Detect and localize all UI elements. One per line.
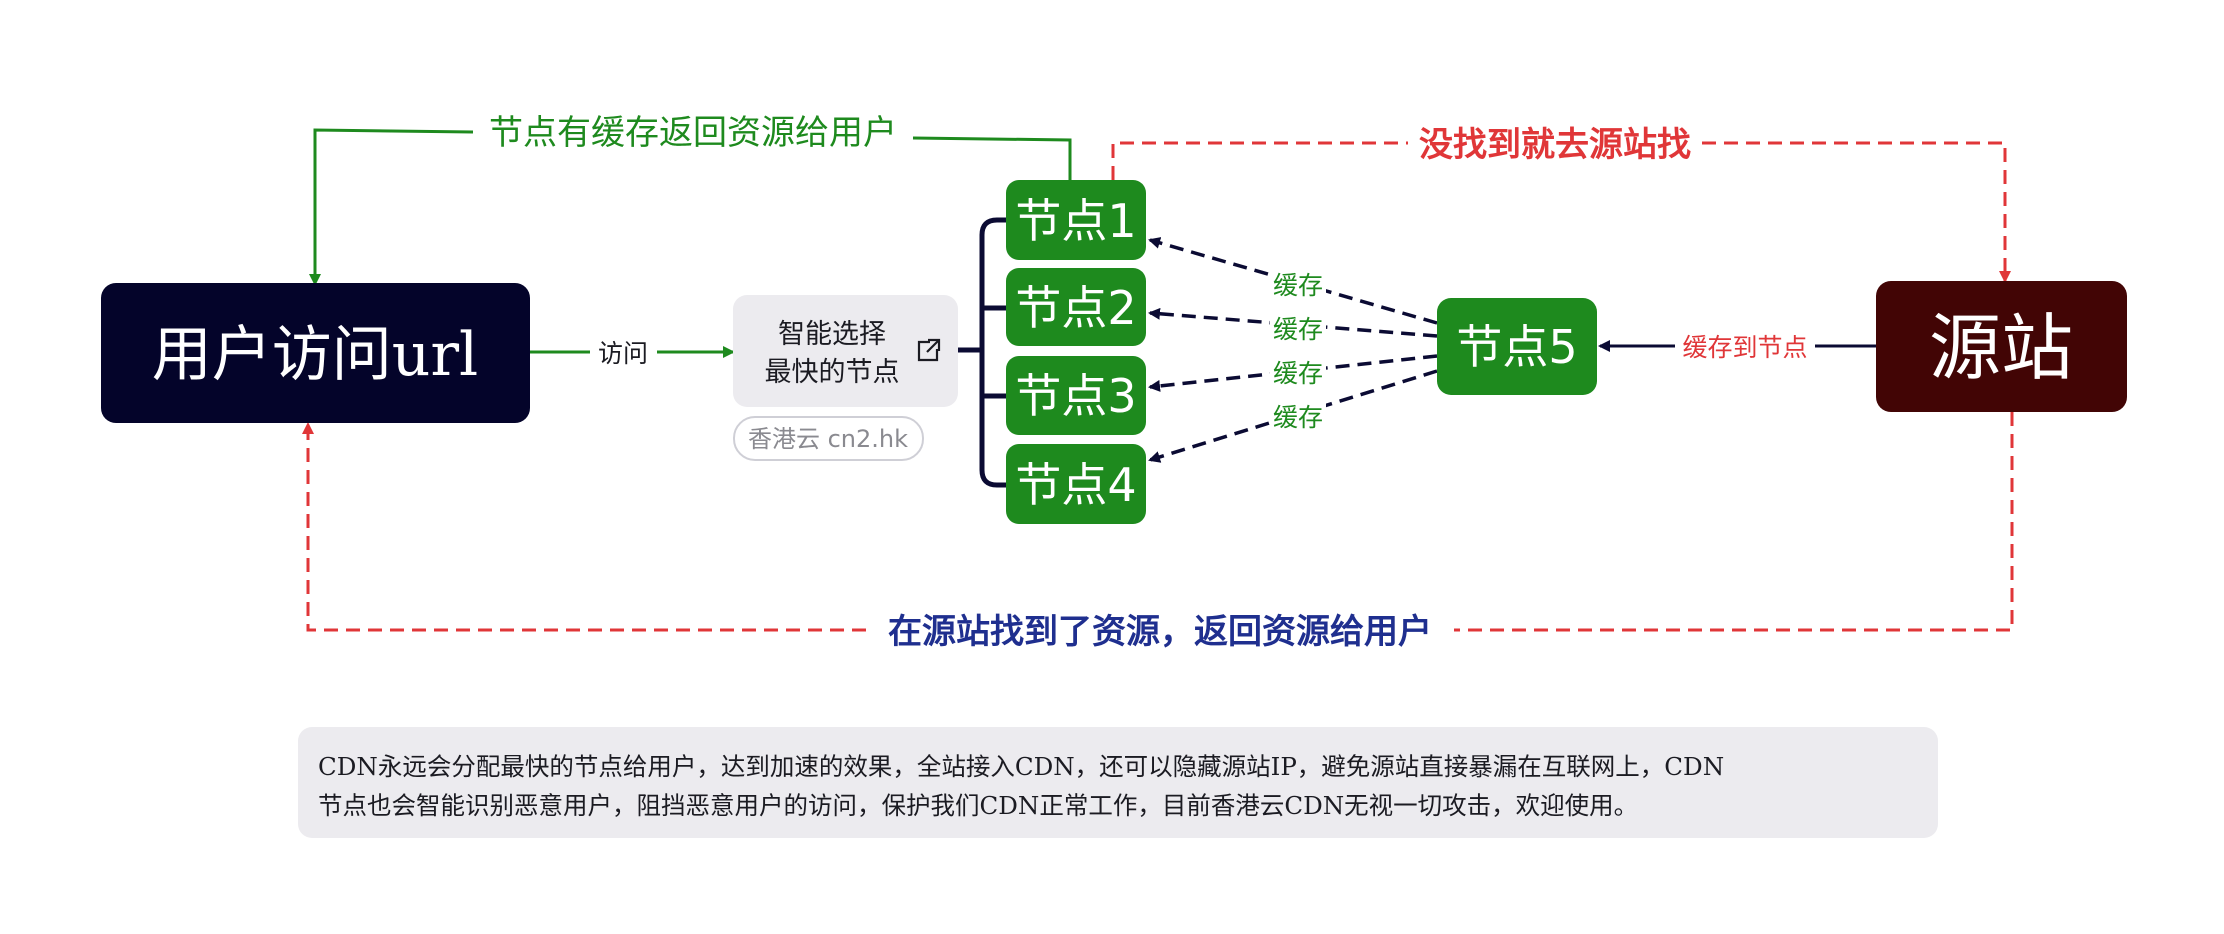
node-4: 节点4 <box>1006 444 1146 524</box>
visit-label: 访问 <box>598 339 648 368</box>
smart-select-line1: 智能选择 <box>778 319 886 350</box>
cache-edge-node4 <box>1148 369 1438 463</box>
origin-node-label: 源站 <box>1929 306 2073 390</box>
node-4-label: 节点4 <box>1015 458 1136 512</box>
user-node-label: 用户访问url <box>152 320 479 390</box>
cache-miss-edge <box>1111 141 2005 281</box>
smart-select-tag-label: 香港云 cn2.hk <box>748 425 908 453</box>
cache-label-2: 缓存 <box>1270 312 1326 344</box>
cache-label-4: 缓存 <box>1270 400 1326 432</box>
smart-select-node[interactable]: 智能选择 最快的节点 <box>733 295 958 407</box>
node-5-label: 节点5 <box>1456 320 1577 374</box>
description-line-2: 节点也会智能识别恶意用户，阻挡恶意用户的访问，保护我们CDN正常工作，目前香港云… <box>318 791 1639 820</box>
description-line-1: CDN永远会分配最快的节点给用户，达到加速的效果，全站接入CDN，还可以隐藏源站… <box>318 752 1725 781</box>
cache-hit-edge <box>315 128 1072 284</box>
node-5: 节点5 <box>1437 298 1597 395</box>
dispatch-bracket <box>958 217 1010 488</box>
cache-label-3: 缓存 <box>1270 356 1326 388</box>
node-2-label: 节点2 <box>1015 281 1136 335</box>
smart-select-tag[interactable]: 香港云 cn2.hk <box>733 416 924 461</box>
origin-node: 源站 <box>1876 281 2127 412</box>
smart-select-line2: 最快的节点 <box>765 357 900 388</box>
user-node: 用户访问url <box>101 283 530 423</box>
cache-miss-label: 没找到就去源站找 <box>1419 125 1691 165</box>
cache-to-node-label: 缓存到节点 <box>1682 333 1807 362</box>
node-2: 节点2 <box>1006 268 1146 346</box>
node-3-label: 节点3 <box>1015 369 1136 423</box>
node-1: 节点1 <box>1006 180 1146 260</box>
origin-return-edge <box>308 412 2014 632</box>
svg-text:缓存: 缓存 <box>1273 315 1323 344</box>
svg-text:缓存: 缓存 <box>1273 359 1323 388</box>
node-3: 节点3 <box>1006 356 1146 435</box>
svg-text:缓存: 缓存 <box>1273 271 1323 300</box>
cache-hit-label: 节点有缓存返回资源给用户 <box>489 113 897 153</box>
svg-text:缓存: 缓存 <box>1273 403 1323 432</box>
cache-edge-node1 <box>1148 237 1438 325</box>
external-link-icon[interactable] <box>917 338 941 362</box>
node-1-label: 节点1 <box>1015 194 1136 248</box>
origin-return-label: 在源站找到了资源，返回资源给用户 <box>888 612 1432 652</box>
description-note: CDN永远会分配最快的节点给用户，达到加速的效果，全站接入CDN，还可以隐藏源站… <box>298 727 1938 838</box>
cache-label-1: 缓存 <box>1270 268 1326 300</box>
